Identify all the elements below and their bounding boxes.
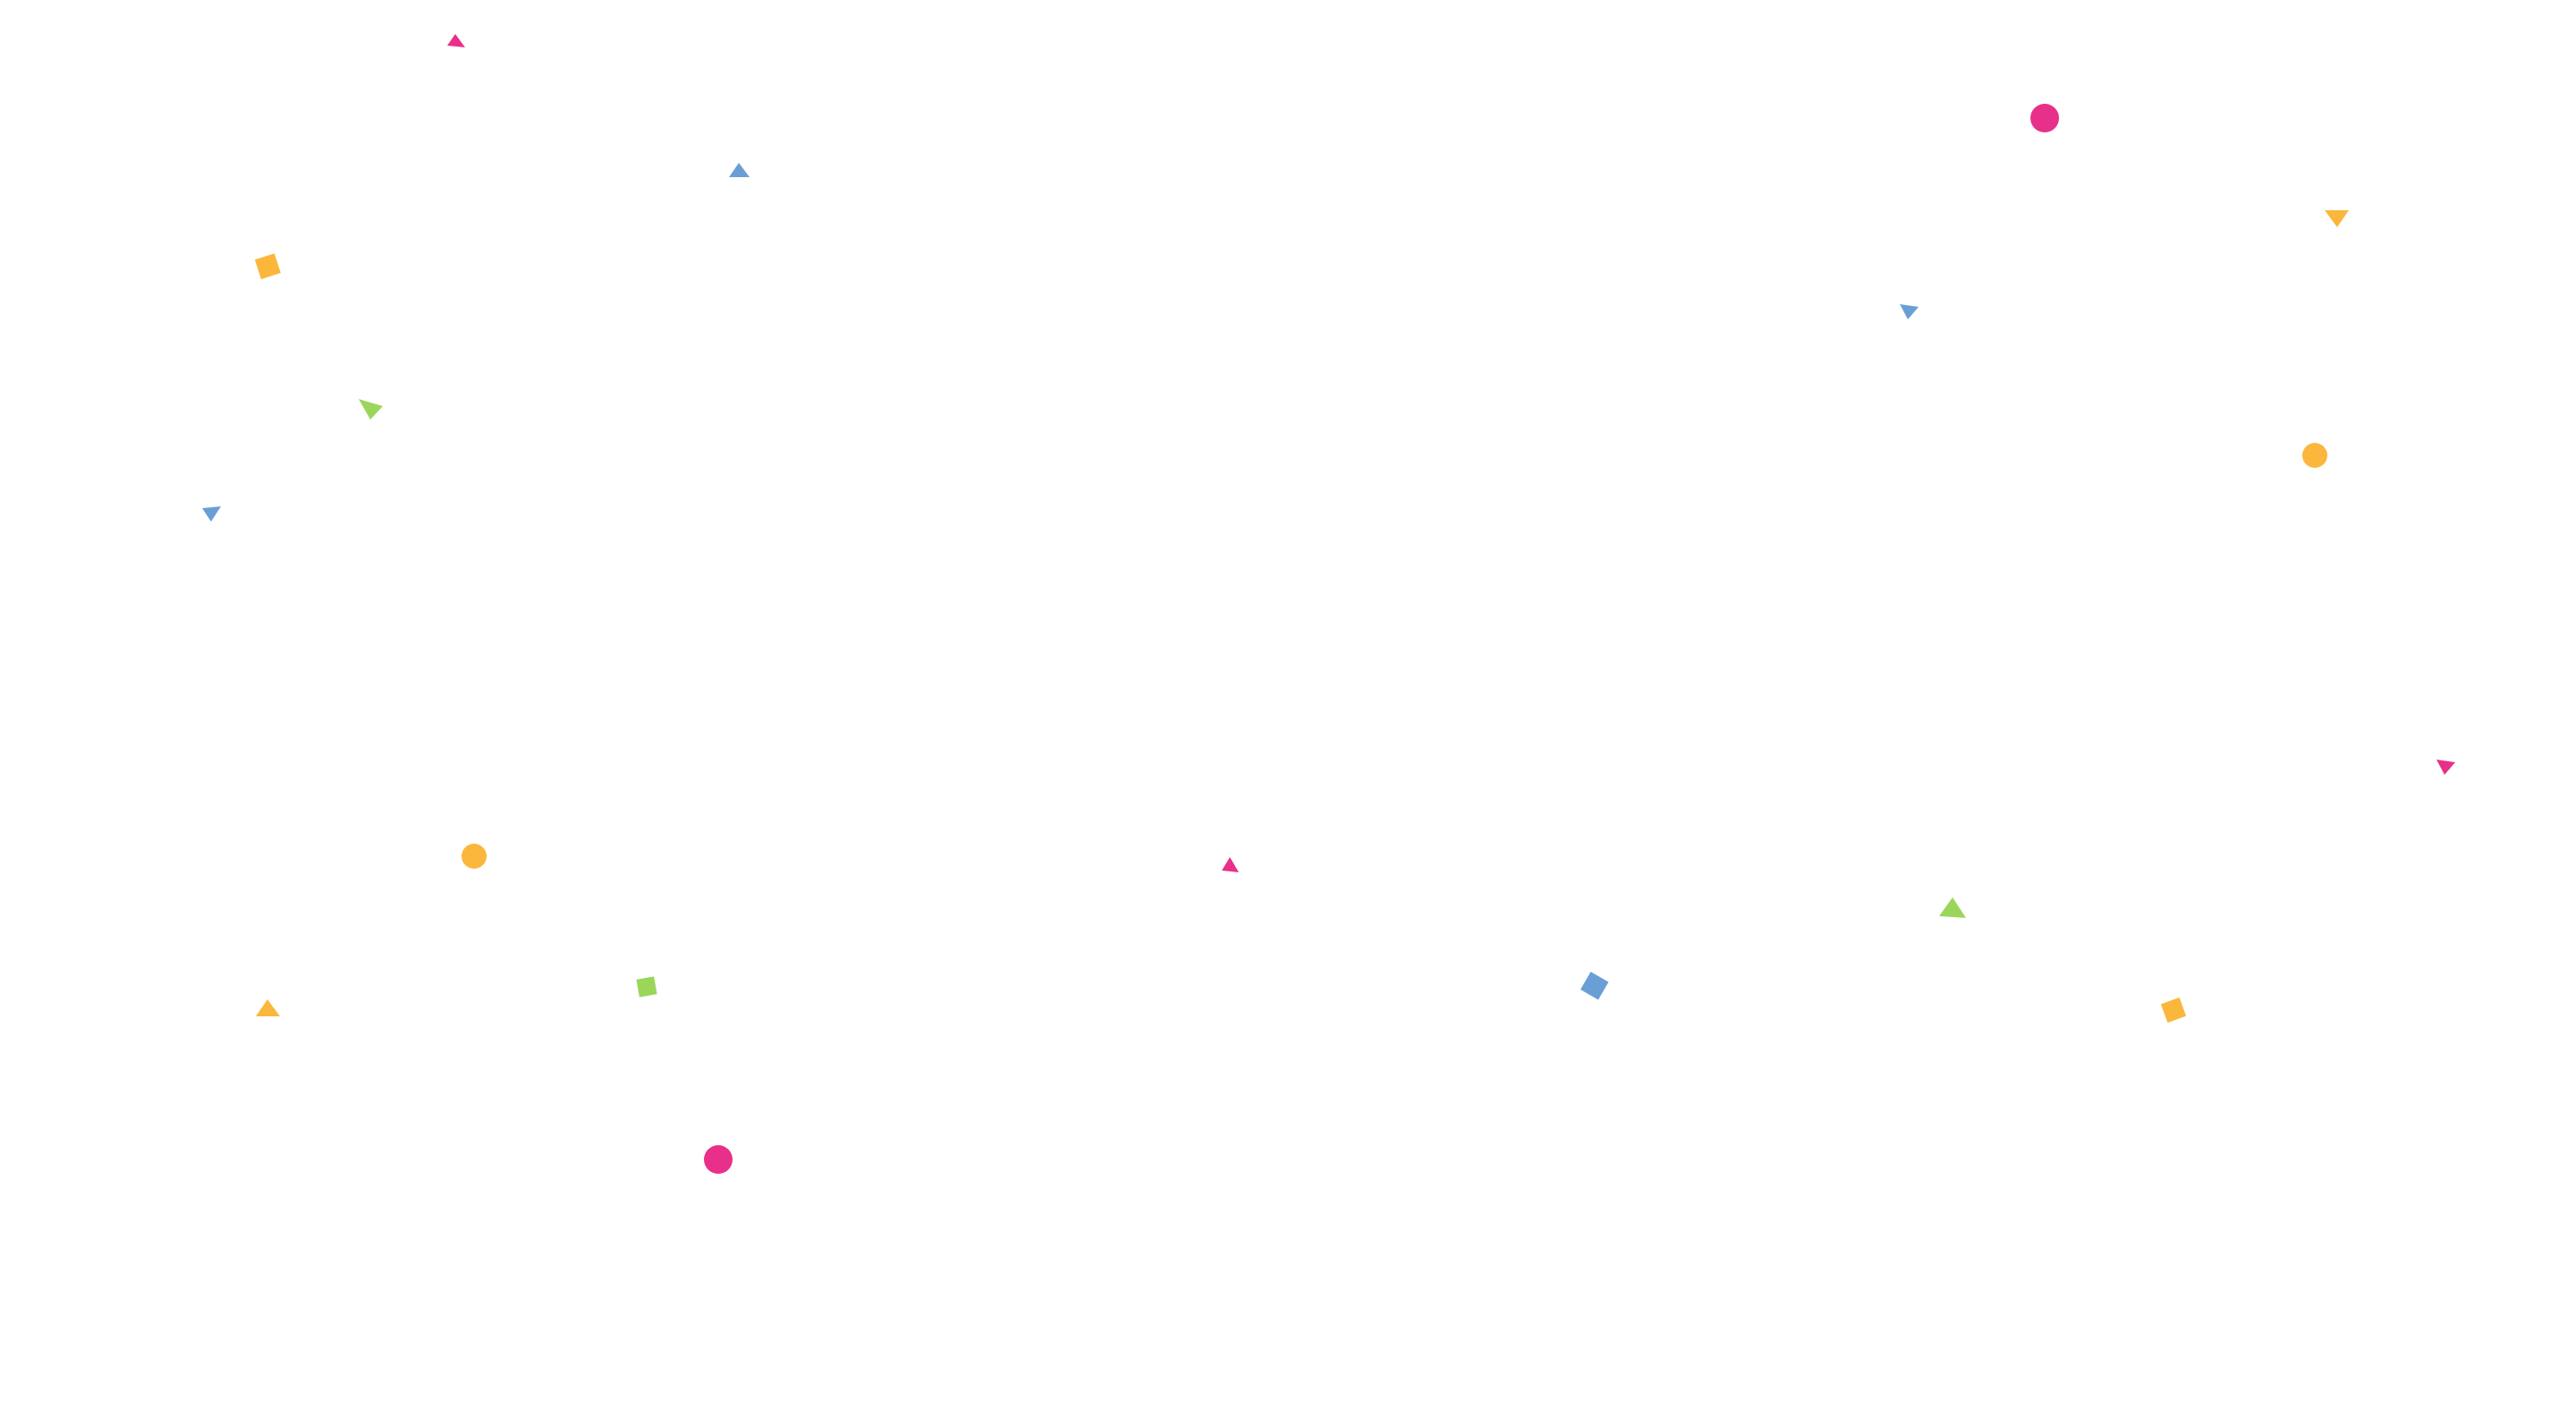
confetti-triangle	[1900, 304, 1919, 319]
confetti-circle	[2302, 443, 2327, 468]
confetti-circle	[462, 844, 487, 869]
confetti-triangle	[1939, 897, 1966, 918]
confetti-triangle	[359, 399, 383, 420]
confetti-triangle	[729, 163, 750, 177]
confetti-circle	[704, 1145, 733, 1174]
confetti-triangle	[2436, 760, 2455, 775]
confetti-triangle	[1222, 857, 1239, 872]
confetti-triangle	[447, 34, 465, 47]
confetti-square	[254, 253, 281, 280]
confetti-triangle	[2325, 210, 2349, 227]
confetti-square	[1580, 972, 1609, 1000]
confetti-square	[636, 976, 657, 998]
confetti-triangle	[202, 506, 221, 522]
confetti-circle	[2030, 104, 2059, 132]
confetti-triangle	[256, 999, 280, 1016]
confetti-square	[2160, 997, 2187, 1024]
